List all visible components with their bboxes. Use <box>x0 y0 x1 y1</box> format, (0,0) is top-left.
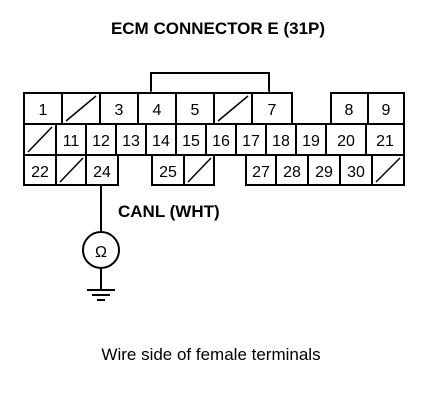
slash-unused <box>217 95 249 122</box>
terminal-24-label: 24 <box>93 164 111 181</box>
slash-unused <box>65 95 97 122</box>
terminal-24: 24 <box>85 154 119 186</box>
terminal-29: 29 <box>307 154 341 186</box>
terminal-15-label: 15 <box>182 133 200 150</box>
terminal-28-label: 28 <box>283 164 301 181</box>
terminal-25-label: 25 <box>159 164 177 181</box>
terminal-17: 17 <box>235 123 267 156</box>
terminal-11-label: 11 <box>63 133 80 150</box>
terminal-7: 7 <box>251 92 293 125</box>
terminal-7-label: 7 <box>268 102 277 119</box>
terminal-14: 14 <box>145 123 177 156</box>
connector-title: ECM CONNECTOR E (31P) <box>111 19 325 38</box>
terminal-26-unused <box>183 154 215 186</box>
terminal-5-label: 5 <box>191 102 200 119</box>
terminal-19-label: 19 <box>302 133 320 150</box>
slash-unused <box>59 157 84 183</box>
terminal-30-label: 30 <box>347 164 365 181</box>
terminal-3-label: 3 <box>115 102 124 119</box>
terminal-27-label: 27 <box>252 164 270 181</box>
terminal-19: 19 <box>295 123 327 156</box>
terminal-13: 13 <box>115 123 147 156</box>
terminal-15: 15 <box>175 123 207 156</box>
terminal-4-label: 4 <box>153 102 162 119</box>
terminal-30: 30 <box>339 154 373 186</box>
caption: Wire side of female terminals <box>101 345 320 364</box>
ohm-symbol: Ω <box>95 244 107 261</box>
slash-unused <box>27 126 53 153</box>
connector-lock-tab <box>150 72 270 94</box>
terminal-3: 3 <box>99 92 139 125</box>
terminal-25: 25 <box>151 154 185 186</box>
terminal-12: 12 <box>85 123 117 156</box>
terminal-9-label: 9 <box>382 102 391 119</box>
ohmmeter-icon: Ω <box>82 231 120 269</box>
terminal-17-label: 17 <box>242 133 260 150</box>
row-1: 1 3 4 5 7 8 9 <box>23 92 405 125</box>
terminal-6-unused <box>213 92 253 125</box>
terminal-31-unused <box>371 154 405 186</box>
row-2: 11 12 13 14 15 16 17 18 <box>23 123 405 156</box>
terminal-18: 18 <box>265 123 297 156</box>
terminal-28: 28 <box>275 154 309 186</box>
terminal-12-label: 12 <box>92 133 110 150</box>
ground-icon <box>87 289 115 301</box>
terminal-21: 21 <box>365 123 405 156</box>
terminal-22: 22 <box>23 154 57 186</box>
terminal-16-label: 16 <box>212 133 230 150</box>
terminal-14-label: 14 <box>152 133 170 150</box>
terminal-22-label: 22 <box>31 164 49 181</box>
terminal-13-label: 13 <box>122 133 140 150</box>
terminal-1: 1 <box>23 92 63 125</box>
terminal-29-label: 29 <box>315 164 333 181</box>
terminal-16: 16 <box>205 123 237 156</box>
terminal-18-label: 18 <box>272 133 290 150</box>
row-3: 22 24 25 27 28 29 <box>23 154 405 186</box>
terminal-21-label: 21 <box>376 133 394 150</box>
terminal-10-unused <box>23 123 57 156</box>
terminal-23-unused <box>55 154 87 186</box>
terminal-4: 4 <box>137 92 177 125</box>
terminal-1-label: 1 <box>39 102 48 119</box>
terminal-9: 9 <box>367 92 405 125</box>
terminal-20: 20 <box>325 123 367 156</box>
terminal-20-label: 20 <box>337 133 355 150</box>
terminal-2-unused <box>61 92 101 125</box>
terminal-8: 8 <box>330 92 369 125</box>
wire-label: CANL (WHT) <box>118 202 220 221</box>
terminal-11: 11 <box>55 123 87 156</box>
terminal-5: 5 <box>175 92 215 125</box>
terminal-27: 27 <box>245 154 277 186</box>
terminal-8-label: 8 <box>345 102 354 119</box>
slash-unused <box>187 157 212 183</box>
slash-unused <box>375 157 401 183</box>
